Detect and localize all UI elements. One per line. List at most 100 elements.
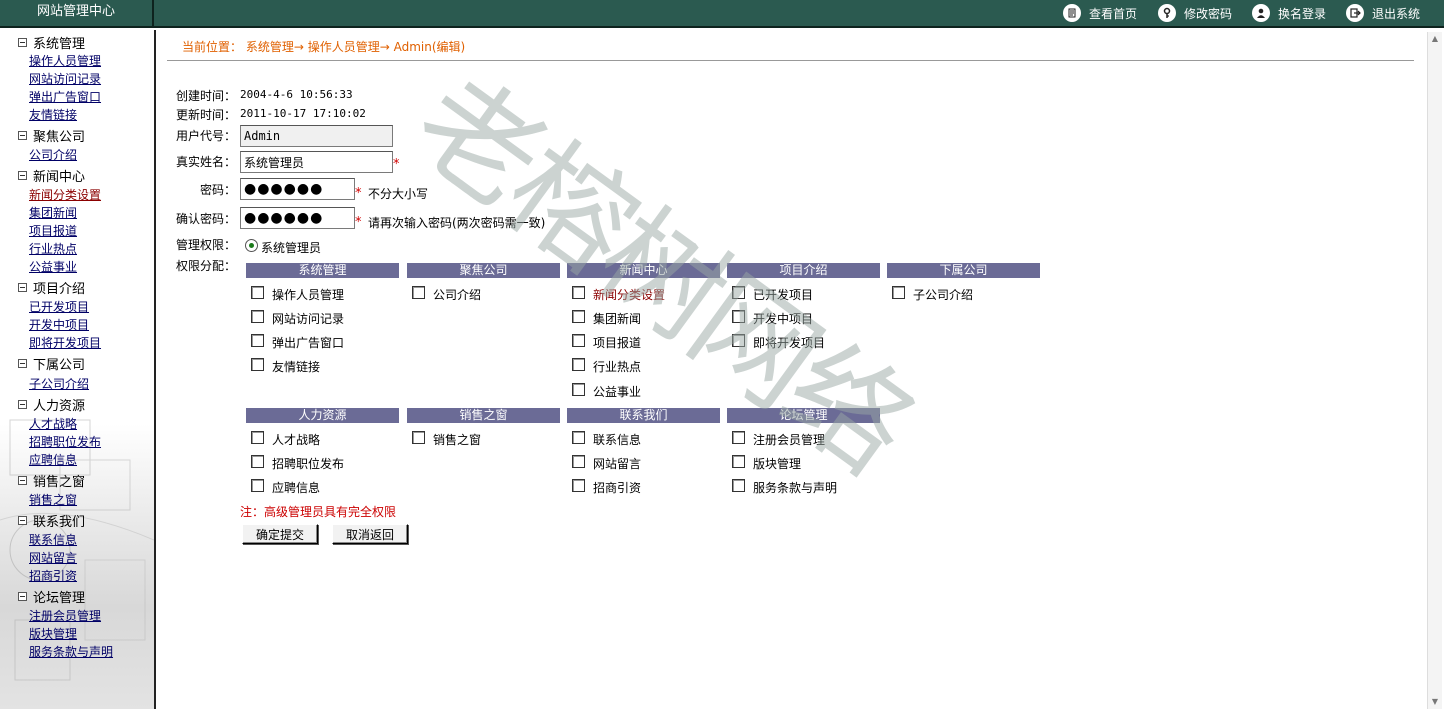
perm-checkbox-upcoming[interactable] (732, 334, 745, 347)
perm-checkbox-operators[interactable] (251, 286, 264, 299)
sidebar-item-charity[interactable]: 公益事业 (29, 260, 78, 274)
sidebar-group-sales[interactable]: 销售之窗 (18, 471, 85, 490)
sidebar-item-developing[interactable]: 开发中项目 (29, 318, 90, 332)
sidebar-item-industry-hot[interactable]: 行业热点 (29, 242, 78, 256)
logout-label: 退出系统 (1372, 6, 1421, 21)
perm-label-developed: 已开发项目 (753, 288, 814, 302)
perm-label-talent: 人才战略 (272, 433, 321, 447)
perm-checkbox-developing[interactable] (732, 310, 745, 323)
sidebar-group-label: 系统管理 (33, 36, 86, 52)
breadcrumb-system[interactable]: 系统管理→ (245, 40, 304, 54)
collapse-icon (18, 591, 27, 601)
sidebar-item-company-intro[interactable]: 公司介绍 (29, 148, 78, 162)
perm-checkbox-applications[interactable] (251, 479, 264, 492)
perm-checkbox-talent[interactable] (251, 431, 264, 444)
perm-checkbox-popup-ad[interactable] (251, 334, 264, 347)
sidebar-group-system[interactable]: 系统管理 (18, 33, 86, 52)
collapse-icon (18, 515, 27, 525)
perm-checkbox-news-category[interactable] (572, 286, 585, 299)
sidebar-group-label: 联系我们 (33, 514, 86, 530)
sidebar-item-contact-info[interactable]: 联系信息 (29, 533, 78, 547)
perm-checkbox-visit-log[interactable] (251, 310, 264, 323)
sidebar-item-news-category[interactable]: 新闻分类设置 (29, 188, 102, 202)
sidebar-item-group-news[interactable]: 集团新闻 (29, 206, 78, 220)
perm-label-project-report: 项目报道 (593, 336, 642, 350)
confirm-password-input[interactable] (240, 207, 355, 229)
perm-checkbox-links[interactable] (251, 358, 264, 371)
real-name-input[interactable] (240, 151, 393, 173)
sidebar-group-contact[interactable]: 联系我们 (18, 511, 86, 530)
sidebar-group-projects[interactable]: 项目介绍 (18, 278, 86, 297)
sidebar-group-forum[interactable]: 论坛管理 (18, 587, 86, 606)
perm-checkbox-project-report[interactable] (572, 334, 585, 347)
submit-button[interactable]: 确定提交 (242, 524, 318, 544)
sidebar-group-label: 论坛管理 (33, 590, 86, 606)
perm-checkbox-boards[interactable] (732, 455, 745, 468)
vertical-scrollbar[interactable]: ▲ ▼ (1427, 32, 1442, 709)
perm-checkbox-job-post[interactable] (251, 455, 264, 468)
perm-label-links: 友情链接 (272, 360, 321, 374)
sidebar-item-members[interactable]: 注册会员管理 (29, 609, 102, 623)
change-password-link[interactable]: 修改密码 (1158, 1, 1232, 25)
view-homepage-link[interactable]: 查看首页 (1063, 1, 1137, 25)
sidebar-item-terms[interactable]: 服务条款与声明 (29, 645, 114, 659)
sidebar-item-popup-ad[interactable]: 弹出广告窗口 (29, 90, 102, 104)
switch-login-label: 换名登录 (1278, 6, 1327, 21)
password-input[interactable] (240, 178, 355, 200)
perm-checkbox-messages[interactable] (572, 455, 585, 468)
role-radio-admin[interactable] (245, 239, 258, 252)
perm-label-terms: 服务条款与声明 (753, 481, 838, 495)
perm-checkbox-group-news[interactable] (572, 310, 585, 323)
updated-time-label: 更新时间： (176, 108, 237, 122)
change-password-label: 修改密码 (1184, 6, 1233, 21)
sidebar-item-visit-log[interactable]: 网站访问记录 (29, 72, 102, 86)
sidebar-group-hr[interactable]: 人力资源 (18, 395, 86, 414)
sidebar-item-sales[interactable]: 销售之窗 (29, 493, 78, 507)
exit-icon (1346, 4, 1364, 22)
perm-checkbox-sales[interactable] (412, 431, 425, 444)
sidebar-item-talent[interactable]: 人才战略 (29, 417, 78, 431)
sidebar-item-developed[interactable]: 已开发项目 (29, 300, 90, 314)
decorative-background (0, 419, 154, 681)
sidebar-item-project-report[interactable]: 项目报道 (29, 224, 78, 238)
perm-checkbox-industry-hot[interactable] (572, 358, 585, 371)
sidebar-item-messages[interactable]: 网站留言 (29, 551, 78, 565)
perm-header-subsidiaries: 下属公司 (887, 263, 1040, 278)
scroll-down-icon[interactable]: ▼ (1431, 697, 1439, 706)
sidebar-item-applications[interactable]: 应聘信息 (29, 453, 78, 467)
perm-label-industry-hot: 行业热点 (593, 360, 642, 374)
sidebar-item-investment[interactable]: 招商引资 (29, 569, 78, 583)
logout-link[interactable]: 退出系统 (1346, 1, 1420, 25)
perm-checkbox-members[interactable] (732, 431, 745, 444)
sidebar-item-boards[interactable]: 版块管理 (29, 627, 78, 641)
sidebar-group-label: 下属公司 (33, 357, 86, 373)
perm-checkbox-company-intro[interactable] (412, 286, 425, 299)
perm-checkbox-terms[interactable] (732, 479, 745, 492)
perm-label-operators: 操作人员管理 (272, 288, 345, 302)
collapse-icon (18, 170, 27, 180)
sidebar-group-company[interactable]: 聚焦公司 (18, 126, 85, 145)
perm-checkbox-subsidiary-intro[interactable] (892, 286, 905, 299)
user-code-label: 用户代号： (176, 129, 237, 143)
perm-label-group-news: 集团新闻 (593, 312, 642, 326)
sidebar-item-upcoming[interactable]: 即将开发项目 (29, 336, 102, 350)
sidebar-group-subsidiaries[interactable]: 下属公司 (18, 354, 86, 373)
sidebar-item-job-post[interactable]: 招聘职位发布 (29, 435, 102, 449)
sidebar-item-subsidiary-intro[interactable]: 子公司介绍 (29, 377, 90, 391)
sidebar-group-label: 项目介绍 (33, 281, 86, 297)
perm-checkbox-developed[interactable] (732, 286, 745, 299)
perm-checkbox-contact-info[interactable] (572, 431, 585, 444)
switch-login-link[interactable]: 换名登录 (1252, 1, 1326, 25)
sidebar-item-operators[interactable]: 操作人员管理 (29, 54, 102, 68)
cancel-button[interactable]: 取消返回 (332, 524, 408, 544)
confirm-password-hint: 请再次输入密码(两次密码需一致) (368, 216, 546, 230)
breadcrumb-operators[interactable]: 操作人员管理→ (307, 40, 390, 54)
perm-checkbox-charity[interactable] (572, 383, 585, 396)
perm-checkbox-investment[interactable] (572, 479, 585, 492)
scroll-up-icon[interactable]: ▲ (1431, 34, 1439, 43)
sidebar-item-links[interactable]: 友情链接 (29, 108, 78, 122)
user-code-input[interactable] (240, 125, 393, 147)
view-homepage-label: 查看首页 (1089, 6, 1138, 21)
sidebar-group-label: 人力资源 (33, 398, 86, 414)
sidebar-group-news[interactable]: 新闻中心 (18, 166, 85, 185)
